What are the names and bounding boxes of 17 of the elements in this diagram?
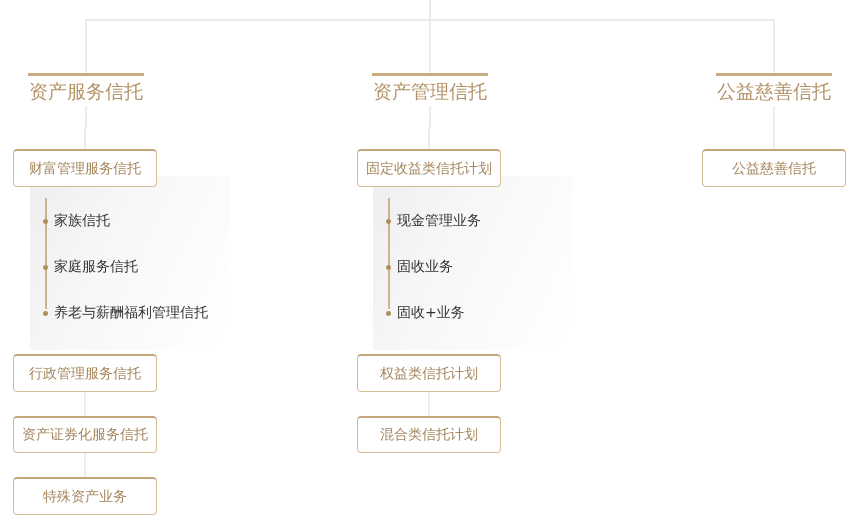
- category-heading: 资产服务信托: [28, 73, 144, 106]
- list-item: 现金管理业务: [397, 212, 481, 230]
- category-heading: 公益慈善信托: [716, 73, 832, 106]
- category-box: 资产证券化服务信托: [13, 416, 157, 453]
- category-box: 行政管理服务信托: [13, 354, 157, 392]
- category-box: 公益慈善信托: [702, 149, 846, 187]
- category-box: 财富管理服务信托: [13, 149, 157, 187]
- category-box: 特殊资产业务: [13, 477, 157, 515]
- category-heading: 资产管理信托: [372, 73, 488, 106]
- list-item: 家族信托: [54, 212, 110, 230]
- list-item: 固收业务: [397, 258, 453, 276]
- category-box: 权益类信托计划: [357, 354, 501, 392]
- list-item: 养老与薪酬福利管理信托: [54, 304, 208, 322]
- category-box: 固定收益类信托计划: [357, 149, 501, 187]
- list-item: 固收+业务: [397, 304, 465, 322]
- category-box: 混合类信托计划: [357, 416, 501, 453]
- list-item: 家庭服务信托: [54, 258, 138, 276]
